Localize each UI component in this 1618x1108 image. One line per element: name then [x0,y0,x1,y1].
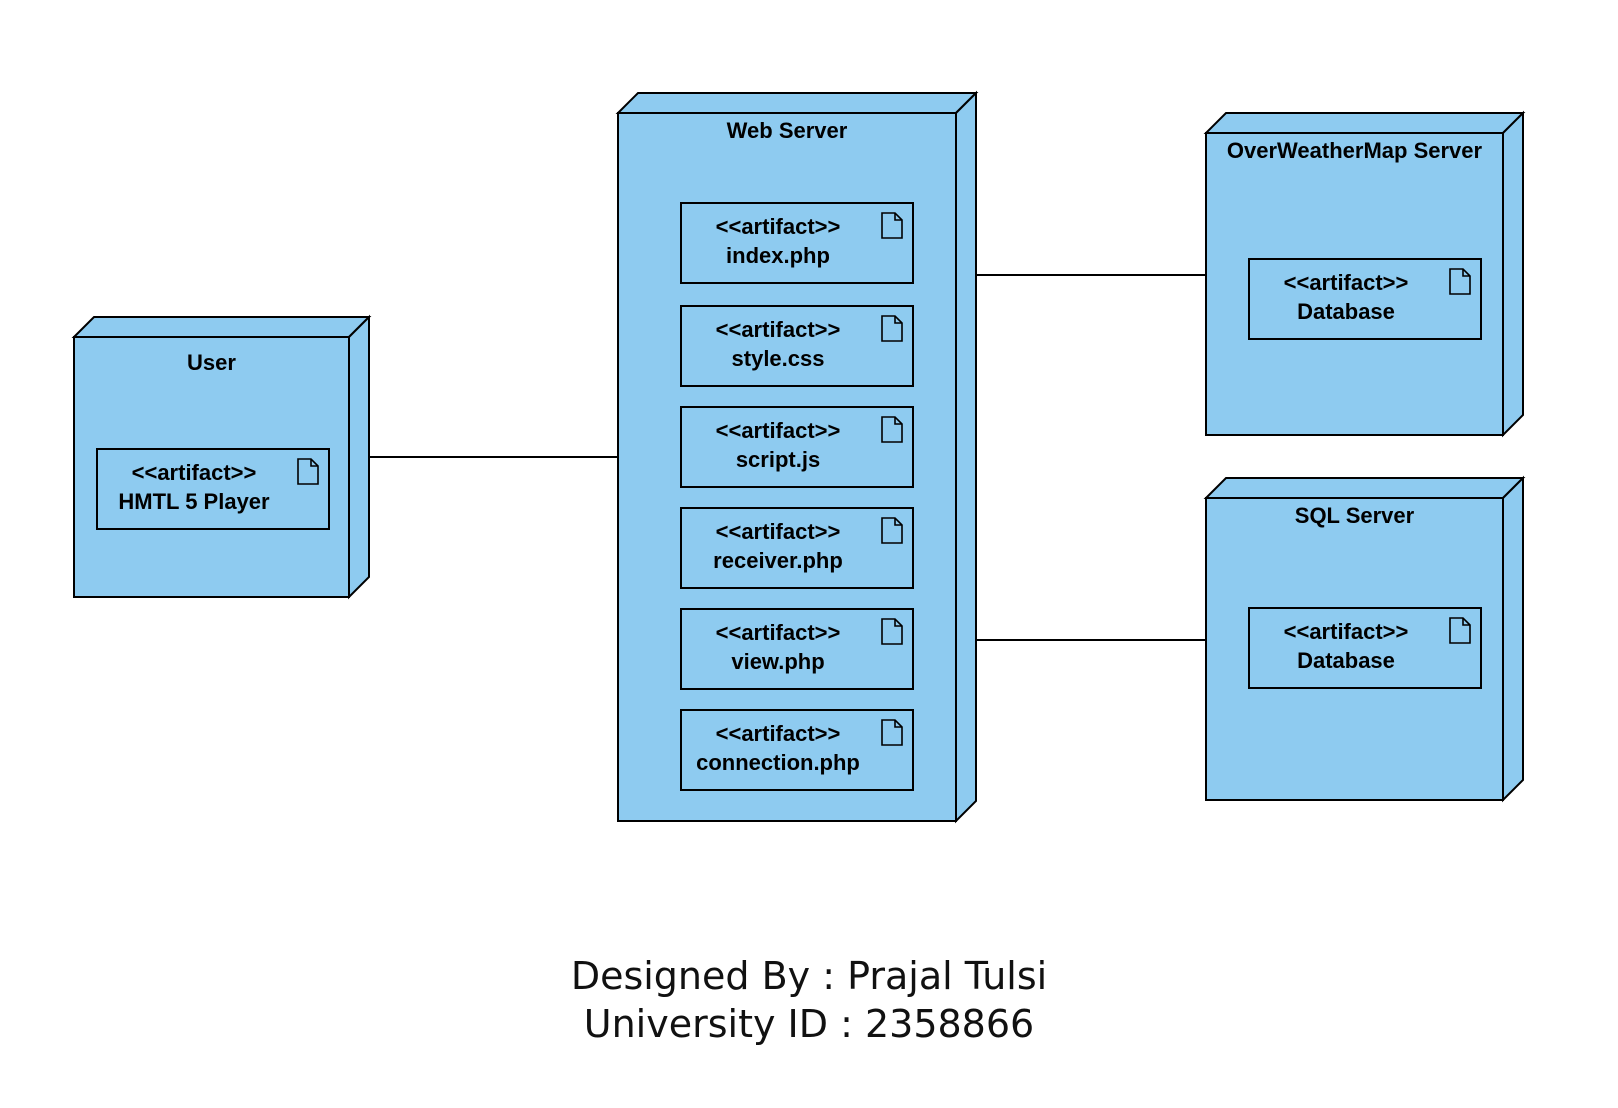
document-icon [881,212,903,239]
node-title: SQL Server [1295,503,1415,528]
artifact-stereotype: <<artifact>> [716,418,841,443]
artifact-web-5: <<artifact>> connection.php [680,709,914,791]
document-icon [1449,617,1471,644]
designed-by: Designed By : Prajal Tulsi [570,954,1048,998]
artifact-name: HMTL 5 Player [118,489,270,514]
nodes: User <<artifact>> HMTL 5 Player Web Server <… [71,90,1526,824]
connections [349,274,1206,641]
artifact-stereotype: <<artifact>> [132,460,257,485]
artifact-stereotype: <<artifact>> [1284,619,1409,644]
artifact-web-1: <<artifact>> style.css [680,305,914,387]
artifact-web-0: <<artifact>> index.php [680,202,914,284]
artifact-name: receiver.php [713,548,843,573]
node-side-face [955,90,977,824]
document-icon [881,416,903,443]
artifact-box [680,406,914,488]
artifact-box [680,305,914,387]
node-title: OverWeatherMap Server [1227,138,1483,163]
artifact-box [680,202,914,284]
document-icon [1449,268,1471,295]
node-top-face [1203,477,1526,499]
node-side-face [348,314,370,600]
artifact-user-0: <<artifact>> HMTL 5 Player [96,448,330,530]
footer: Designed By : Prajal Tulsi University ID… [0,952,1618,1048]
artifact-stereotype: <<artifact>> [1284,270,1409,295]
node-title: Web Server [727,118,848,143]
artifact-web-4: <<artifact>> view.php [680,608,914,690]
node-top-face [615,92,979,114]
artifact-stereotype: <<artifact>> [716,214,841,239]
artifact-name: style.css [732,346,825,371]
artifact-name: Database [1297,648,1395,673]
artifact-name: index.php [726,243,830,268]
document-icon [881,517,903,544]
artifact-stereotype: <<artifact>> [716,620,841,645]
node-sql: SQL Server <<artifact>> Database [1203,475,1526,803]
artifact-name: connection.php [696,750,860,775]
node-title: User [187,350,236,375]
artifact-stereotype: <<artifact>> [716,519,841,544]
node-side-face [1502,475,1524,803]
document-icon [881,315,903,342]
artifact-sql-0: <<artifact>> Database [1248,607,1482,689]
artifact-box [680,507,914,589]
document-icon [881,719,903,746]
artifact-web-2: <<artifact>> script.js [680,406,914,488]
artifact-stereotype: <<artifact>> [716,317,841,342]
artifact-owm-0: <<artifact>> Database [1248,258,1482,340]
node-web: Web Server<<artifact>>index.php<<artifac… [615,90,979,824]
document-icon [881,618,903,645]
document-icon [297,458,319,485]
artifact-box [680,608,914,690]
artifact-box [1248,258,1482,340]
artifact-name: script.js [736,447,820,472]
node-top-face [71,316,372,338]
artifact-box [96,448,330,530]
artifact-web-3: <<artifact>> receiver.php [680,507,914,589]
node-user: User <<artifact>> HMTL 5 Player [71,314,372,600]
node-owm: OverWeatherMap Server <<artifact>> Databas… [1203,110,1526,438]
node-side-face [1502,110,1524,438]
artifact-name: Database [1297,299,1395,324]
university-id: University ID : 2358866 [583,1002,1035,1046]
artifact-name: view.php [731,649,824,674]
artifact-box [1248,607,1482,689]
artifact-box [680,709,914,791]
artifact-stereotype: <<artifact>> [716,721,841,746]
node-top-face [1203,112,1526,134]
